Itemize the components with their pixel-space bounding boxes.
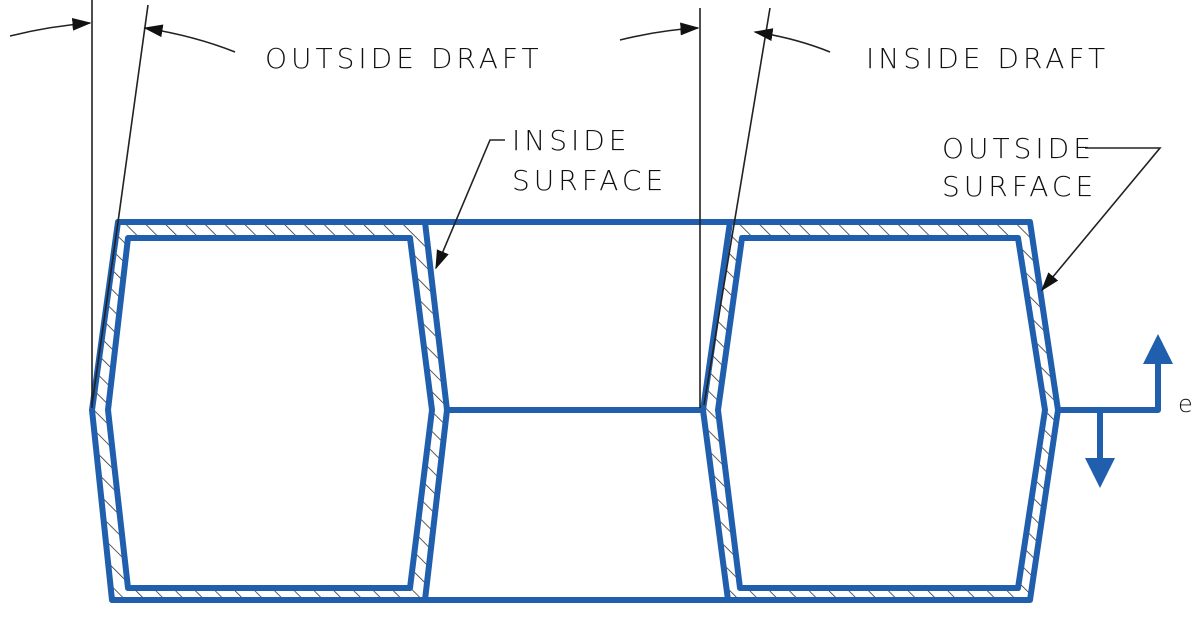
outside-surface-label-line1: OUTSIDE xyxy=(942,132,1095,165)
inside-draft-label: INSIDE DRAFT xyxy=(866,42,1109,75)
outside-draft-dimension xyxy=(9,0,236,408)
inside-surface-label-line1: INSIDE xyxy=(512,124,631,157)
parting-line xyxy=(1058,345,1161,413)
inside-draft-dimension xyxy=(619,7,831,408)
connecting-lines xyxy=(425,219,730,603)
outside-draft-label: OUTSIDE DRAFT xyxy=(265,42,543,75)
inside-surface-label-line2: SURFACE xyxy=(512,164,667,197)
right-cavity-inner xyxy=(715,235,1048,591)
inside-surface-leader xyxy=(435,139,505,270)
label-e: e xyxy=(1178,390,1193,418)
left-cavity-inner xyxy=(105,235,435,591)
left-cavity-outer xyxy=(89,219,450,603)
right-cavity-outer xyxy=(700,219,1061,603)
right-cavity-wall-hatch xyxy=(703,222,1058,600)
outside-surface-label-line2: SURFACE xyxy=(942,170,1097,203)
outside-surface-leader xyxy=(1040,147,1162,292)
left-cavity-wall-hatch xyxy=(92,222,447,600)
